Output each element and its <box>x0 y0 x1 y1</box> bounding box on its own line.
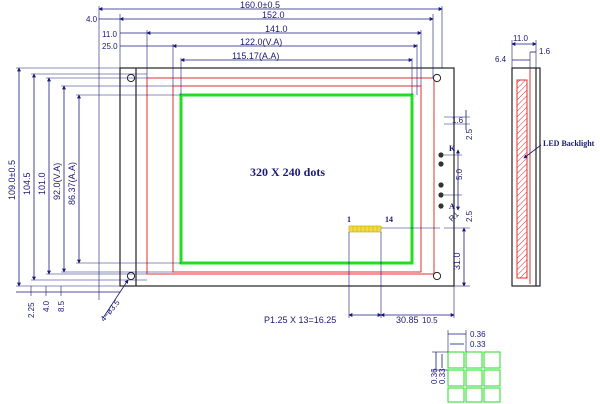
dim-104: 104.5 <box>22 172 32 195</box>
dim-va-height: 92.0(V.A) <box>52 163 62 200</box>
dim-2-25: 2.25 <box>27 302 36 318</box>
module-outline <box>119 67 455 287</box>
pixel-width-033: 0.33 <box>470 340 486 349</box>
top-dimensions: 160.0±0.5 152.0 4.0 141.0 11.0 122.0(V.A… <box>86 0 443 300</box>
backlight-leads <box>438 152 444 209</box>
dim-overall-height: 109.0±0.5 <box>7 160 17 200</box>
dim-tail: 10.5 <box>422 316 438 325</box>
pixel-width-036: 0.36 <box>470 330 486 339</box>
side-body <box>511 67 541 287</box>
dim-11: 11.0 <box>102 30 118 39</box>
mount-hole <box>126 271 136 281</box>
front-view: 320 X 240 dots 1 14 <box>119 67 455 287</box>
dim-141: 141.0 <box>265 24 288 34</box>
bezel-inner <box>172 85 422 273</box>
pixel-detail: 0.36 0.33 0.36 0.33 <box>430 330 501 403</box>
dim-30-85: 30.85 <box>396 315 419 325</box>
dim-5-0: 5.0 <box>455 168 464 180</box>
active-area <box>179 93 414 265</box>
mount-hole <box>432 271 442 281</box>
dim-101: 101.0 <box>37 172 47 195</box>
pin-k-label: K <box>449 144 456 153</box>
pin-last-label: 14 <box>385 215 393 224</box>
dim-25: 25.0 <box>102 42 118 51</box>
pitch-dimension: P1.25 X 13=16.25 <box>264 315 336 325</box>
mount-hole <box>432 73 442 83</box>
fpc-pins <box>352 226 378 232</box>
dim-aa-height: 86.37(A.A) <box>67 162 77 205</box>
dim-4-bottom: 4.0 <box>42 300 51 312</box>
backlight-label: LED Backlight <box>543 139 595 148</box>
resolution-label: 320 X 240 dots <box>250 165 325 179</box>
dim-2-5-b: 2.5 <box>465 210 474 222</box>
bezel-outer <box>146 77 435 275</box>
pixel-height-033: 0.33 <box>438 368 447 384</box>
side-dim-6-4: 6.4 <box>495 55 507 64</box>
dim-8-5: 8.5 <box>57 300 66 312</box>
bottom-dimensions: P1.25 X 13=16.25 30.85 10.5 <box>264 232 455 325</box>
radius-label: R1 <box>447 209 461 223</box>
side-backlight <box>516 79 528 279</box>
dim-va-width: 122.0(V.A) <box>240 37 282 47</box>
hole-callout: 4−ø3.5 <box>99 298 122 323</box>
side-dim-1-6: 1.6 <box>539 47 551 56</box>
dim-4: 4.0 <box>86 15 98 24</box>
dim-1-6-right: 1.6 <box>452 116 464 125</box>
left-dimensions: 109.0±0.5 104.5 101.0 92.0(V.A) 86.37(A.… <box>7 67 181 323</box>
dim-2-5-a: 2.5 <box>465 128 474 140</box>
side-view: 11.0 1.6 6.4 LED Backlight <box>495 34 595 287</box>
dim-31: 31.0 <box>452 252 462 270</box>
dim-overall-width: 160.0±0.5 <box>240 0 280 10</box>
pixel-height-036: 0.36 <box>430 368 439 384</box>
dim-152: 152.0 <box>262 10 285 20</box>
pin-first-label: 1 <box>347 215 351 224</box>
right-dimensions: 1.6 2.5 5.0 2.5 31.0 K A R1 <box>444 110 474 287</box>
pin-a-label: A <box>449 202 455 211</box>
dim-aa-width: 115.17(A.A) <box>232 51 279 61</box>
side-dim-11: 11.0 <box>513 34 529 43</box>
